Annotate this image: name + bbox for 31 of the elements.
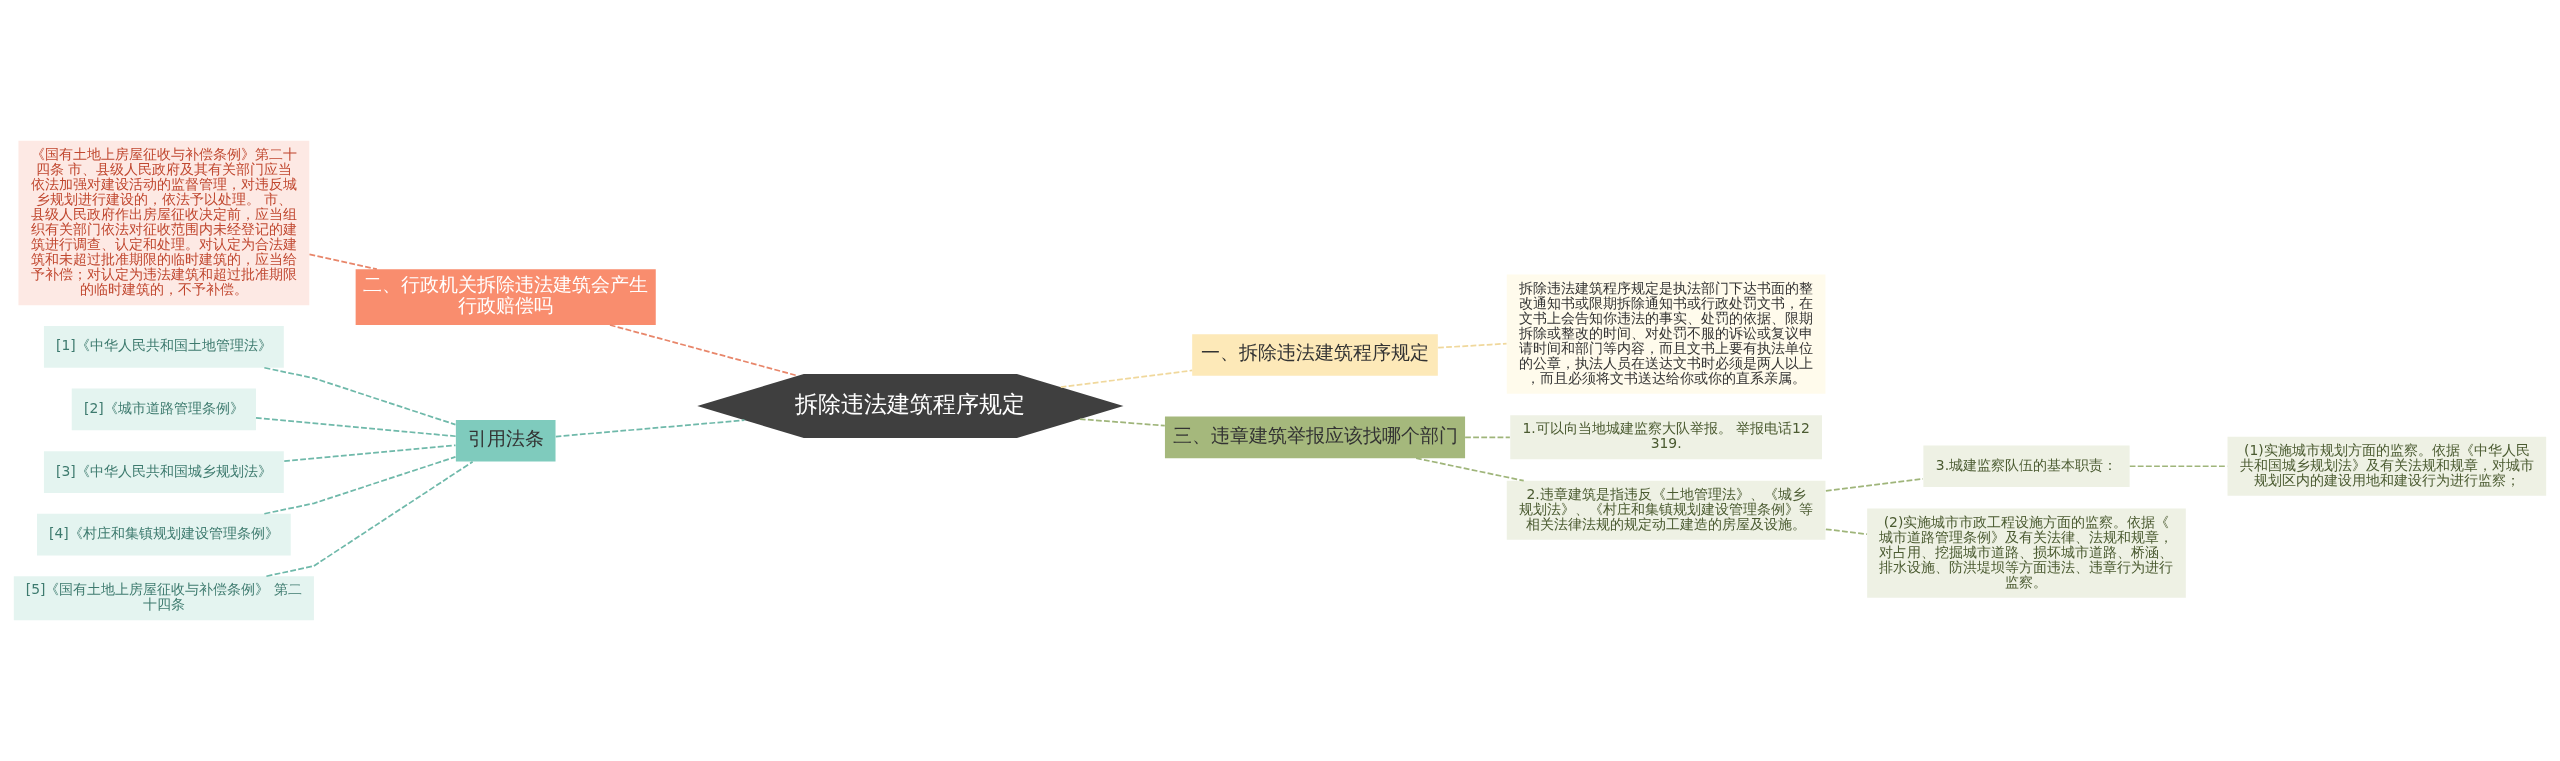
node-box: 一、拆除违法建筑程序规定 <box>1192 334 1438 376</box>
node-box: 1.可以向当地城建监察大队举报。 举报电话12319. <box>1510 415 1822 460</box>
node-box: [4]《村庄和集镇规划建设管理条例》 <box>37 513 291 556</box>
connector <box>283 444 457 462</box>
connector <box>308 253 378 271</box>
connector <box>255 417 457 438</box>
node-box: (1)实施城市规划方面的监察。依据《中华人民共和国城乡规划法》及有关法规和规章，对城市规划区内的建设用地和建设行为进行监察； <box>2227 436 2547 496</box>
connector <box>1059 369 1193 388</box>
connector <box>1437 342 1508 349</box>
connector <box>1825 528 1868 536</box>
connector <box>1078 418 1166 427</box>
connector <box>263 456 457 515</box>
connector <box>554 419 746 438</box>
node-box: (2)实施城市市政工程设施方面的监察。依据《城市道路管理条例》及有关法律、法规和规章，对占用、挖掘城市道路、损坏城市道路、桥涵、排水设施、防洪堤坝等方面违法、违章行为进行监察。 <box>1867 508 2186 598</box>
connector <box>609 324 799 377</box>
node-box: 引用法条 <box>455 419 556 462</box>
connector <box>1415 457 1525 482</box>
node-box: [3]《中华人民共和国城乡规划法》 <box>43 451 284 493</box>
node-box: 二、行政机关拆除违法建筑会产生行政赔偿吗 <box>355 269 656 325</box>
connector <box>263 366 457 426</box>
connector <box>265 460 474 578</box>
node-box: 2.违章建筑是指违反《土地管理法》、《城乡规划法》、《村庄和集镇规划建设管理条例》等相关法律法规的规定动工建造的房屋及设施。 <box>1506 480 1826 540</box>
node-box: [1]《中华人民共和国土地管理法》 <box>43 326 284 368</box>
node-box: 3.城建监察队伍的基本职责： <box>1923 445 2130 488</box>
connector <box>1825 477 1924 492</box>
connector <box>1464 436 1511 439</box>
node-box: 拆除违法建筑程序规定是执法部门下达书面的整改通知书或限期拆除通知书或行政处罚文书，在文书上会告知你违法的事实、处罚的依据、限期拆除或整改的时间、对处罚不服的诉讼或复议申请时间和部门等内容，而且文书上要有执法单位的公章，执法人员在送达文书时必须是两人以上，而且必须将文书送达给你或你的直系亲属。 <box>1506 274 1826 394</box>
node-box: 三、违章建筑举报应该找哪个部门 <box>1164 416 1466 459</box>
node-box: 《国有土地上房屋征收与补偿条例》第二十四条 市、县级人民政府及其有关部门应当依法加强对建设活动的监督管理，对违反城乡规划进行建设的，依法予以处理。 市、县级人民政府作出房屋征收决定前，应当组织有关部门依法对征收范围内未经登记的建筑进行调查、认定和处理。对认定为合法建筑和未超过批准期限的临时建筑的，应当给予补偿；对认定为违法建筑和超过批准期限的临时建筑的，不予补偿。 <box>18 140 310 306</box>
node-box: [5]《国有土地上房屋征收与补偿条例》 第二十四条 <box>13 576 314 621</box>
node-box: [2]《城市道路管理条例》 <box>71 388 256 431</box>
